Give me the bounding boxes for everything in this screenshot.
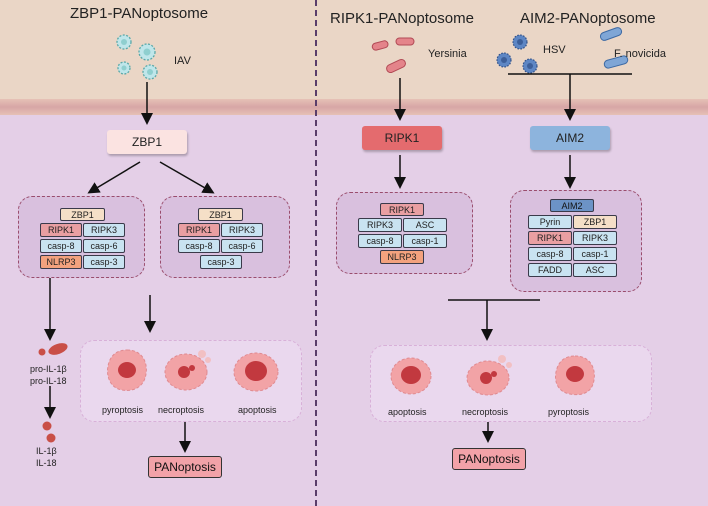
- complex-mid-casp3: casp-3: [200, 255, 242, 269]
- complex-aim2-pyrin: Pyrin: [528, 215, 572, 229]
- pro-il18-label: pro-IL-18: [30, 376, 67, 386]
- complex-aim2-asc: ASC: [573, 263, 617, 277]
- zbp1-sensor: ZBP1: [107, 130, 187, 154]
- panel-divider: [315, 0, 317, 506]
- right-necroptosis-label: necroptosis: [462, 407, 509, 417]
- complex-ripk1-casp1: casp-1: [403, 234, 447, 248]
- complex-aim2-ripk1: RIPK1: [528, 231, 572, 245]
- f-novicida-label: F. novicida: [614, 48, 666, 60]
- complex-left-ripk3: RIPK3: [83, 223, 125, 237]
- complex-mid-casp6: casp-6: [221, 239, 263, 253]
- complex-left-casp8: casp-8: [40, 239, 82, 253]
- right-pyroptosis-label: pyroptosis: [548, 407, 590, 417]
- il18-label: IL-18: [36, 458, 57, 468]
- pro-il1b-label: pro-IL-1β: [30, 364, 67, 374]
- left-apoptosis-label: apoptosis: [238, 405, 277, 415]
- pyroptosis-cell-icon: [107, 349, 147, 391]
- necroptosis-cell-icon: [164, 350, 211, 391]
- hsv-label: HSV: [543, 44, 566, 56]
- aim2-panoptosome-title: AIM2-PANoptosome: [520, 10, 656, 27]
- ripk1-sensor: RIPK1: [362, 126, 442, 150]
- extracellular-region: [0, 0, 708, 100]
- mature-cytokine-icon: [42, 421, 56, 443]
- complex-aim2-casp8: casp-8: [528, 247, 572, 261]
- left-pyroptosis-label: pyroptosis: [102, 405, 144, 415]
- complex-left-zbp1: ZBP1: [60, 208, 105, 221]
- complex-left-casp6: casp-6: [83, 239, 125, 253]
- ripk1-panoptosome-title: RIPK1-PANoptosome: [330, 10, 474, 27]
- complex-mid-ripk1: RIPK1: [178, 223, 220, 237]
- complex-left-nlrp3: NLRP3: [40, 255, 82, 269]
- zbp1-panoptosome-title: ZBP1-PANoptosome: [70, 5, 209, 22]
- complex-ripk1-ripk3: RIPK3: [358, 218, 402, 232]
- complex-ripk1-nlrp3: NLRP3: [380, 250, 424, 264]
- cell-membrane: [0, 99, 708, 115]
- yersinia-label: Yersinia: [428, 48, 467, 60]
- il1b-label: IL-1β: [36, 446, 57, 456]
- left-panoptosis-outcome: PANoptosis: [148, 456, 222, 478]
- apoptosis-cell-icon: [233, 352, 279, 392]
- complex-ripk1-asc: ASC: [403, 218, 447, 232]
- aim2-sensor: AIM2: [530, 126, 610, 150]
- complex-ripk1-casp8: casp-8: [358, 234, 402, 248]
- complex-aim2-ripk3: RIPK3: [573, 231, 617, 245]
- complex-mid-ripk3: RIPK3: [221, 223, 263, 237]
- right-panoptosis-outcome: PANoptosis: [452, 448, 526, 470]
- complex-aim2-casp1: casp-1: [573, 247, 617, 261]
- f-novicida-bacteria-icon: [599, 27, 629, 69]
- cytoplasm-region: [0, 115, 708, 506]
- pro-cytokine-icon: [38, 343, 68, 356]
- complex-aim2-fadd: FADD: [528, 263, 572, 277]
- iav-virus-icon: [116, 34, 158, 80]
- right-apoptosis-cell-icon: [390, 357, 432, 395]
- left-necroptosis-label: necroptosis: [158, 405, 205, 415]
- complex-mid-casp8: casp-8: [178, 239, 220, 253]
- hsv-virus-icon: [496, 34, 538, 74]
- complex-aim2-zbp1: ZBP1: [573, 215, 617, 229]
- complex-aim2-aim2: AIM2: [550, 199, 594, 212]
- complex-left-casp3: casp-3: [83, 255, 125, 269]
- complex-left-ripk1: RIPK1: [40, 223, 82, 237]
- complex-ripk1-ripk1: RIPK1: [380, 203, 424, 216]
- yersinia-bacteria-icon: [371, 37, 415, 74]
- iav-label: IAV: [174, 55, 191, 67]
- right-apoptosis-label: apoptosis: [388, 407, 427, 417]
- right-pyroptosis-cell-icon: [555, 355, 595, 396]
- right-necroptosis-cell-icon: [466, 355, 512, 396]
- complex-mid-zbp1: ZBP1: [198, 208, 243, 221]
